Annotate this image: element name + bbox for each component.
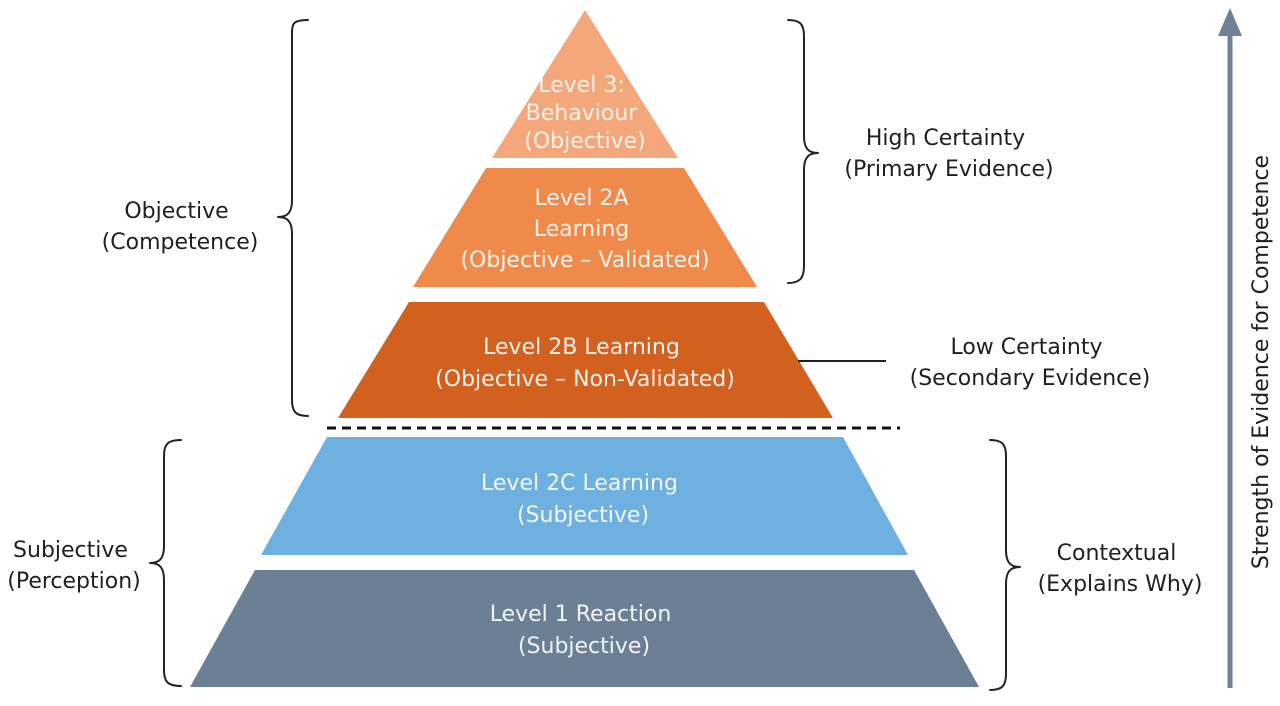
- high-certainty-bracket: [787, 19, 819, 284]
- objective-label: Objective (Competence): [102, 199, 259, 255]
- subjective-label: Subjective (Perception): [7, 538, 140, 594]
- tier-level3-text: Level 3: Behaviour (Objective): [524, 73, 645, 154]
- contextual-label: Contextual (Explains Why): [1038, 541, 1203, 597]
- high-certainty-label: High Certainty (Primary Evidence): [844, 126, 1053, 182]
- objective-bracket: [277, 19, 309, 417]
- strength-axis-label: Strength of Evidence for Competence: [1249, 155, 1274, 569]
- subjective-bracket: [149, 439, 182, 687]
- contextual-bracket: [989, 439, 1021, 691]
- tier-level2b-text: Level 2B Learning (Objective – Non-Valid…: [435, 335, 735, 392]
- tier-level1-shape: [190, 570, 979, 687]
- tier-level2c-text: Level 2C Learning (Subjective): [481, 471, 685, 528]
- strength-arrow-head: [1218, 8, 1242, 36]
- tier-level2c-shape: [261, 437, 908, 555]
- low-certainty-label: Low Certainty (Secondary Evidence): [910, 335, 1151, 391]
- tier-level3-shape: [492, 10, 678, 158]
- tier-level2a-text: Level 2A Learning (Objective – Validated…: [460, 186, 709, 273]
- tier-level2a-shape: [413, 168, 757, 287]
- tier-level2b-shape: [338, 302, 833, 418]
- tier-level1-text: Level 1 Reaction (Subjective): [490, 602, 679, 659]
